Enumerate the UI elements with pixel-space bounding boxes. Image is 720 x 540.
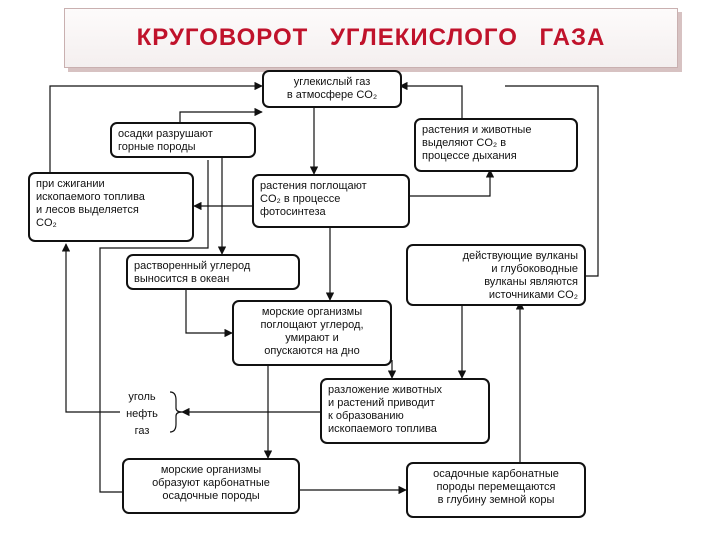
title-banner: КРУГОВОРОТ УГЛЕКИСЛОГО ГАЗА xyxy=(64,8,678,68)
box-marine-absorb: морские организмы поглощают углерод, уми… xyxy=(232,300,392,366)
connector-photosynthesis-respiration xyxy=(410,169,495,197)
connector-volcanoes-atmosphere xyxy=(505,85,599,277)
page-title: КРУГОВОРОТ УГЛЕКИСЛОГО ГАЗА xyxy=(136,24,606,51)
box-dissolved-carbon: растворенный углерод выносится в океан xyxy=(126,254,300,290)
connector-left-vertical xyxy=(99,160,209,493)
connector-combustion-atmosphere xyxy=(49,81,263,172)
box-photosynthesis: растения поглощают CO₂ в процессе фотоси… xyxy=(252,174,410,228)
box-sediments-destroy: осадки разрушают горные породы xyxy=(110,122,256,158)
box-volcanoes: действующие вулканы и глубоководные вулк… xyxy=(406,244,586,306)
box-carbonate-move: осадочные карбонатные породы перемещаютс… xyxy=(406,462,586,518)
box-marine-carbonate: морские организмы образуют карбонатные о… xyxy=(122,458,300,514)
connector-coal-combustion xyxy=(61,243,120,413)
connector-dissolved-marine xyxy=(185,288,233,338)
box-combustion: при сжигании ископаемого топлива и лесов… xyxy=(28,172,194,242)
connector-respiration-atmosphere xyxy=(399,81,463,118)
box-atmosphere: углекислый газ в атмосфере CO₂ xyxy=(262,70,402,108)
box-decomposition: разложение животных и растений приводит … xyxy=(320,378,490,444)
connector-sediments-atmosphere xyxy=(179,107,263,124)
coal-brace xyxy=(169,391,183,433)
box-respiration: растения и животные выделяют CO₂ в проце… xyxy=(414,118,578,172)
label-coal-oil-gas: уголь нефть газ xyxy=(126,391,158,437)
